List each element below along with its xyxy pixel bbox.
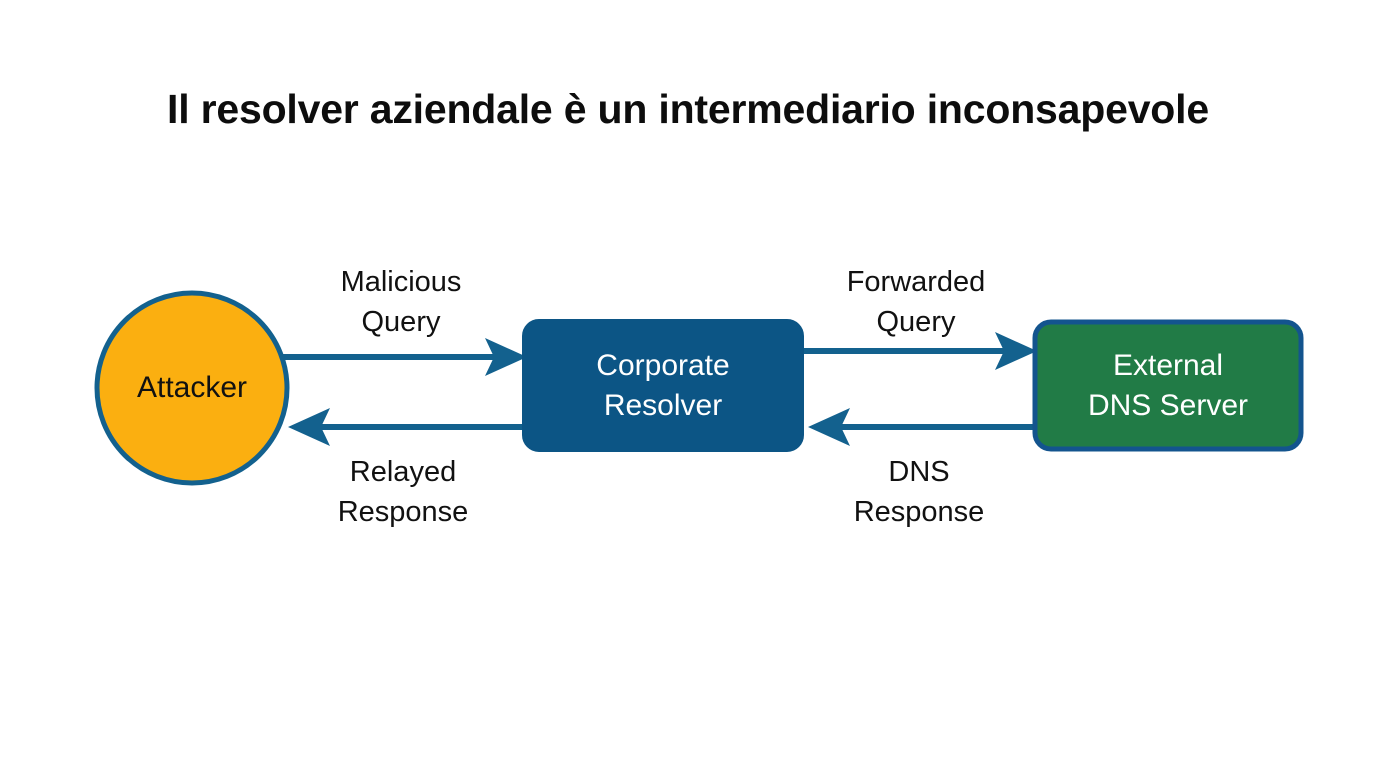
edge-malicious-query [280, 338, 527, 376]
page-title: Il resolver aziendale è un intermediario… [167, 86, 1209, 132]
node-external-dns-server[interactable] [1032, 319, 1304, 452]
edge-malicious-query-arrowhead [485, 338, 527, 376]
edge-label-dns-response: DNS Response [853, 456, 985, 528]
edge-dns-response [808, 408, 1040, 446]
edge-label-relayed-response: Relayed Response [337, 456, 469, 528]
edge-relayed-response-arrowhead [288, 408, 330, 446]
edge-label-forwarded-query: Forwarded Query [846, 266, 986, 338]
edge-forwarded-query [800, 332, 1037, 370]
node-attacker[interactable] [94, 290, 290, 486]
edge-forwarded-query-arrowhead [995, 332, 1037, 370]
edge-label-malicious-query: Malicious Query [340, 266, 462, 338]
node-corporate-resolver[interactable] [522, 319, 804, 452]
edge-relayed-response [288, 408, 525, 446]
edge-dns-response-arrowhead [808, 408, 850, 446]
